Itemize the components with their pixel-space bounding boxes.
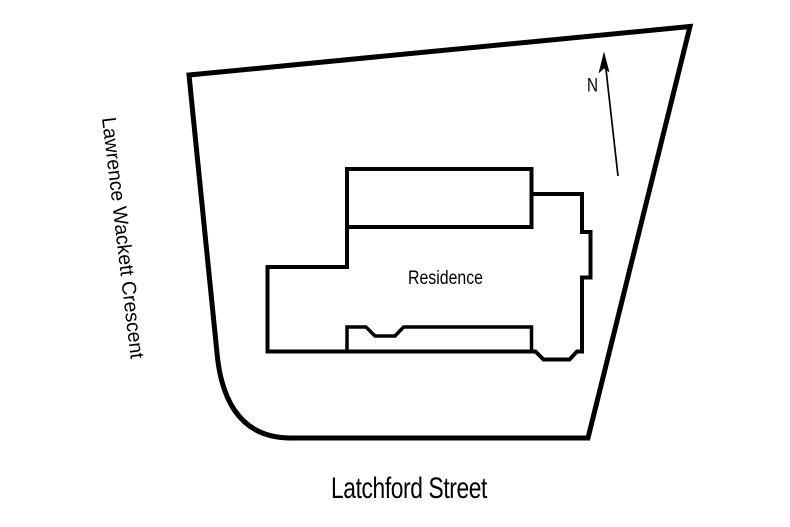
residence-label: Residence: [408, 268, 483, 289]
north-arrow-shaft: [604, 64, 619, 177]
property-boundary: [186, 23, 694, 441]
street-label-left: Lawrence Wackett Crescent: [97, 116, 148, 360]
north-arrow-head: [598, 51, 610, 74]
residence-lower-edge-detail: [345, 325, 534, 351]
residence-main-outline: [265, 192, 593, 362]
residence-upper-wing: [345, 167, 534, 229]
street-label-bottom: Latchford Street: [331, 472, 488, 505]
north-label: N: [587, 76, 598, 97]
north-arrow-icon: [598, 51, 619, 177]
